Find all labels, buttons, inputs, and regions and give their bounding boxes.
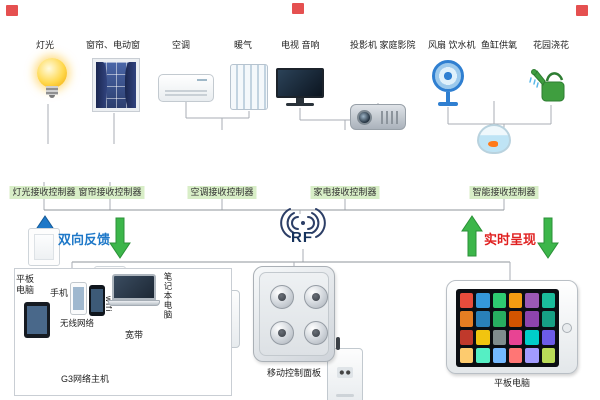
receiver-label-ac: 空调接收控制器 xyxy=(187,186,257,199)
panel-button xyxy=(270,285,294,309)
light-receiver-device xyxy=(28,228,60,266)
panel-button xyxy=(304,321,328,345)
device-label-heater: 暖气 xyxy=(234,40,253,50)
tv-icon xyxy=(276,68,324,106)
device-label-ac: 空调 xyxy=(172,40,191,50)
app-icon xyxy=(492,311,506,327)
realtime-label: 实时呈现 xyxy=(484,232,537,247)
tablet-screen xyxy=(456,289,559,367)
device-label-curtain: 窗帘、电动窗 xyxy=(86,40,141,50)
app-icon xyxy=(508,311,523,327)
laptop-icon xyxy=(108,274,160,306)
home-button-icon xyxy=(562,323,572,333)
device-label-fan: 风扇 饮水机 xyxy=(428,40,476,50)
app-icon xyxy=(476,311,490,327)
realtime-up-arrow xyxy=(461,215,483,257)
g3-host-label: G3网络主机 xyxy=(60,374,110,384)
wireless-label: 无线网络 xyxy=(60,318,95,328)
phone-dark-icon xyxy=(89,285,105,316)
app-icon xyxy=(525,347,539,363)
device-label-garden: 花园浇花 xyxy=(533,40,570,50)
app-icon xyxy=(476,347,490,363)
tablet-label: 平板电脑 xyxy=(493,378,531,388)
red-watermark xyxy=(6,5,18,16)
wall-control-panel xyxy=(253,266,335,362)
app-icon xyxy=(541,311,555,327)
light-bulb-icon xyxy=(37,58,67,98)
projector-icon xyxy=(350,104,406,130)
app-icon xyxy=(460,329,474,345)
laptop-label: 笔记本电脑 xyxy=(163,272,173,320)
tablet-device xyxy=(446,280,578,374)
app-icon xyxy=(492,347,506,363)
panel-button xyxy=(304,285,328,309)
app-icon xyxy=(508,293,523,309)
panel-button xyxy=(270,321,294,345)
app-icon xyxy=(541,293,555,309)
app-icon xyxy=(476,293,490,309)
tablet-small-label: 平板电脑 xyxy=(16,274,35,295)
app-icon xyxy=(460,293,474,309)
app-icon xyxy=(492,329,506,345)
app-icon xyxy=(460,347,474,363)
air-conditioner-icon xyxy=(158,74,214,102)
fan-icon xyxy=(432,60,464,106)
app-icon xyxy=(525,311,539,327)
radiator-icon xyxy=(230,64,268,110)
red-watermark xyxy=(576,5,588,16)
phone-label: 手机 xyxy=(50,288,69,298)
app-icon xyxy=(525,293,539,309)
tablet-small-icon xyxy=(24,302,50,338)
receiver-label-appliance: 家电接收控制器 xyxy=(310,186,380,199)
app-icon xyxy=(476,329,490,345)
phone-white-icon xyxy=(70,282,87,315)
receiver-label-smart: 智能接收控制器 xyxy=(469,186,539,199)
rf-signal-icon xyxy=(280,208,326,238)
app-icon xyxy=(460,311,474,327)
realtime-down-arrow xyxy=(537,217,559,259)
app-icon xyxy=(541,329,555,345)
receiver-label-light: 灯光接收控制器 xyxy=(9,186,79,199)
panel-face xyxy=(259,272,329,356)
device-label-light: 灯光 xyxy=(36,40,55,50)
red-watermark xyxy=(292,3,304,14)
fish-tank-icon xyxy=(477,124,511,154)
broadband-label: 宽带 xyxy=(124,330,144,340)
device-label-fishtank: 鱼缸供氧 xyxy=(481,40,518,50)
app-icon xyxy=(508,329,523,345)
device-label-projector: 投影机 家庭影院 xyxy=(350,40,416,50)
receiver-label-curtain: 窗帘接收控制器 xyxy=(75,186,145,199)
rf-label: RF xyxy=(291,229,313,246)
watering-can-icon xyxy=(528,64,574,109)
app-icon xyxy=(525,329,539,345)
feedback-label: 双向反馈 xyxy=(58,232,111,247)
panel-label: 移动控制面板 xyxy=(266,368,322,378)
device-label-tv-audio: 电视 音响 xyxy=(281,40,320,50)
app-icon xyxy=(508,347,523,363)
feedback-down-arrow xyxy=(109,217,131,259)
app-icon xyxy=(541,347,555,363)
app-icon xyxy=(492,293,506,309)
curtain-window-icon xyxy=(92,58,140,112)
